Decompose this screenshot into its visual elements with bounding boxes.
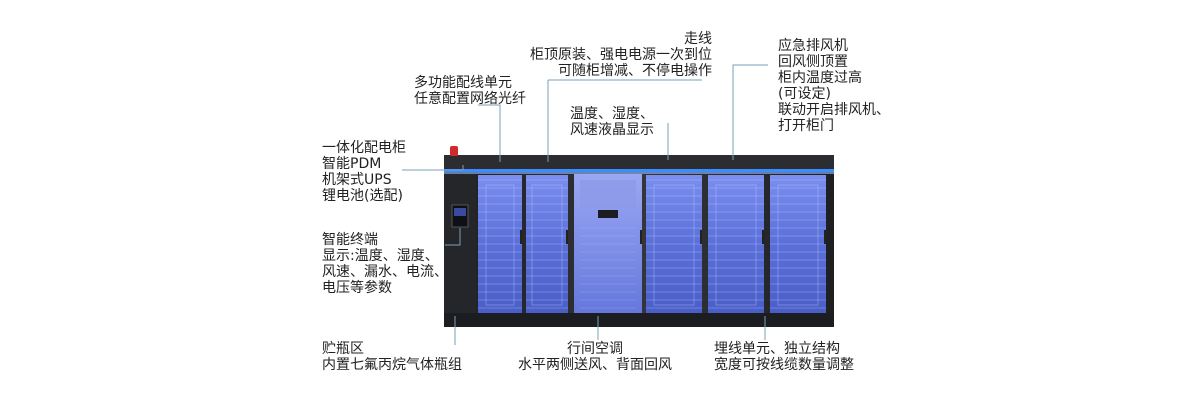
callout-terminal-line2: 风速、漏水、电流、 xyxy=(322,264,448,280)
callout-lcd-line0: 温度、湿度、 xyxy=(570,106,654,122)
callout-lcd-line1: 风速液晶显示 xyxy=(570,122,654,138)
callout-power-title: 一体化配电柜 xyxy=(322,140,406,156)
callout-terminal-line3: 电压等参数 xyxy=(322,280,392,296)
callout-terminal-title: 智能终端 xyxy=(322,232,378,248)
led-strip xyxy=(444,169,834,172)
cabinet-base xyxy=(444,313,834,327)
callout-wiring-unit: 多功能配线单元 任意配置网络光纤 xyxy=(414,75,526,107)
callout-emergency-line4: 联动开启排风机、 xyxy=(778,102,890,118)
callout-wiring-line1: 任意配置网络光纤 xyxy=(414,91,526,107)
callout-emergency-line1: 回风侧顶置 xyxy=(778,54,848,70)
callout-smart-terminal: 智能终端 显示:温度、湿度、 风速、漏水、电流、 电压等参数 xyxy=(322,232,448,296)
callout-cable-title: 埋线单元、独立结构 xyxy=(714,341,840,357)
callout-power-line2: 机架式UPS xyxy=(322,172,392,188)
callout-routing-title: 走线 xyxy=(684,31,712,47)
callout-emergency-line3: (可设定) xyxy=(778,86,831,102)
callout-gas-title: 贮瓶区 xyxy=(322,341,364,357)
callout-emergency-line5: 打开柜门 xyxy=(778,118,834,134)
callout-ac-title: 行间空调 xyxy=(567,341,623,357)
callout-wiring-title: 多功能配线单元 xyxy=(414,75,512,91)
cabinet-top-cover xyxy=(444,155,834,169)
callout-cable-unit: 埋线单元、独立结构 宽度可按线缆数量调整 xyxy=(714,341,854,373)
callout-routing-line2: 可随柜增减、不停电操作 xyxy=(558,63,712,79)
alarm-light xyxy=(450,146,458,156)
callout-power-line1: 智能PDM xyxy=(322,156,382,172)
callout-gas-line1: 内置七氟丙烷气体瓶组 xyxy=(322,357,462,373)
callout-ac-line1: 水平两侧送风、背面回风 xyxy=(518,357,672,373)
callout-lcd-display: 温度、湿度、 风速液晶显示 xyxy=(570,106,654,138)
callout-emergency-exhaust: 应急排风机 回风侧顶置 柜内温度过高 (可设定) 联动开启排风机、 打开柜门 xyxy=(778,38,890,134)
callout-gas-storage: 贮瓶区 内置七氟丙烷气体瓶组 xyxy=(322,341,462,373)
callout-emergency-title: 应急排风机 xyxy=(778,38,848,54)
callout-power-cabinet: 一体化配电柜 智能PDM 机架式UPS 锂电池(选配) xyxy=(322,140,406,204)
callout-terminal-line1: 显示:温度、湿度、 xyxy=(322,248,439,264)
callout-routing: 走线 柜顶原装、强电电源一次到位 可随柜增减、不停电操作 xyxy=(488,31,712,79)
leader-lines xyxy=(402,64,768,345)
callout-emergency-line2: 柜内温度过高 xyxy=(778,70,862,86)
callout-routing-line1: 柜顶原装、强电电源一次到位 xyxy=(530,47,712,63)
side-panel xyxy=(444,174,476,324)
callout-inrow-ac: 行间空调 水平两侧送风、背面回风 xyxy=(500,341,690,373)
callout-cable-line1: 宽度可按线缆数量调整 xyxy=(714,357,854,373)
callout-power-line3: 锂电池(选配) xyxy=(322,188,403,204)
